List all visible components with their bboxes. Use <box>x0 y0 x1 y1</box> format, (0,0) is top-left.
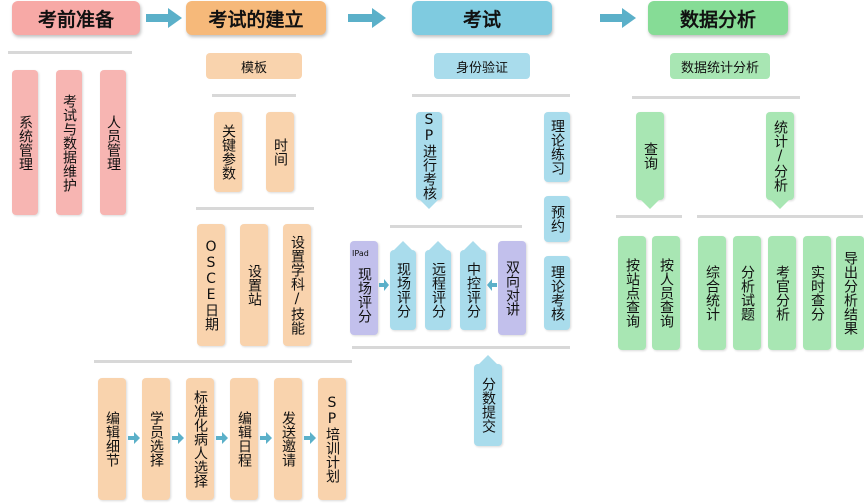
analysis-query-by-site[interactable]: 按站点查询 <box>618 236 646 350</box>
analysis-realtime-score[interactable]: 实时查分 <box>803 236 831 350</box>
flow-arrow-1 <box>128 432 140 444</box>
analysis-examiner-analysis[interactable]: 考官分析 <box>768 236 796 350</box>
build-set-station[interactable]: 设置站 <box>240 224 268 346</box>
analysis-query-by-person[interactable]: 按人员查询 <box>652 236 680 350</box>
build-flow-arrows <box>128 432 316 444</box>
exam-mode-intercom[interactable]: 双向对讲 <box>498 241 526 335</box>
analysis-question-analysis[interactable]: 分析试题 <box>733 236 761 350</box>
analysis-export-results[interactable]: 导出分析结果 <box>836 236 864 350</box>
ipad-label: IPad <box>352 249 369 258</box>
build-student-select[interactable]: 学员选择 <box>142 378 170 500</box>
build-key-params[interactable]: 关键参数 <box>214 112 242 192</box>
stage-arrow-3 <box>600 8 636 28</box>
exam-mode-remote[interactable]: 远程评分 <box>425 241 451 330</box>
exam-theory-practice[interactable]: 理论练习 <box>544 112 570 182</box>
build-sp-training[interactable]: SP培训计划 <box>318 378 346 500</box>
build-send-invite[interactable]: 发送邀请 <box>274 378 302 500</box>
exam-theory-exam[interactable]: 理论考核 <box>544 256 570 330</box>
build-edit-details[interactable]: 编辑细节 <box>98 378 126 500</box>
stage-arrow-1 <box>146 8 182 28</box>
build-edit-schedule[interactable]: 编辑日程 <box>230 378 258 500</box>
exam-mode-arrows <box>379 279 497 291</box>
exam-mode-onsite[interactable]: 现场评分 <box>390 241 416 330</box>
exam-reserve[interactable]: 预约 <box>544 196 570 242</box>
stage-prep-title: 考前准备 <box>12 1 140 35</box>
flow-arrow-4 <box>260 432 272 444</box>
exam-sp-assess[interactable]: SP进行考核 <box>416 112 442 209</box>
prep-item-system[interactable]: 系统管理 <box>12 70 38 215</box>
analysis-stats[interactable]: 数据统计分析 <box>670 53 770 79</box>
analysis-query[interactable]: 查询 <box>636 112 664 209</box>
build-set-subject[interactable]: 设置学科/技能 <box>283 224 311 346</box>
prep-item-exam-data[interactable]: 考试与数据维护 <box>56 70 82 215</box>
intercom-to-central-arrow <box>487 279 497 291</box>
build-time[interactable]: 时间 <box>266 112 294 192</box>
build-sp-select[interactable]: 标准化病人选择 <box>186 378 214 500</box>
build-template[interactable]: 模板 <box>206 53 302 79</box>
analysis-stat-analysis[interactable]: 统计/分析 <box>766 112 794 209</box>
flow-arrow-3 <box>216 432 228 444</box>
flow-arrow-5 <box>304 432 316 444</box>
ipad-score-label: 现场评分 <box>356 267 372 323</box>
stage-exam-title: 考试 <box>412 1 552 35</box>
stage-arrows <box>146 8 636 28</box>
stage-build-title: 考试的建立 <box>186 1 326 35</box>
exam-ipad-score[interactable]: IPad 现场评分 <box>350 241 378 335</box>
flow-arrow-2 <box>172 432 184 444</box>
build-osce-date[interactable]: OSCE日期 <box>197 224 225 346</box>
stage-analysis-title: 数据分析 <box>648 1 788 35</box>
analysis-overall-stats[interactable]: 综合统计 <box>698 236 726 350</box>
exam-score-submit[interactable]: 分数提交 <box>474 355 502 446</box>
ipad-to-onsite-arrow <box>379 279 389 291</box>
exam-identity-verify[interactable]: 身份验证 <box>434 53 530 79</box>
exam-mode-central[interactable]: 中控评分 <box>460 241 486 330</box>
prep-item-people[interactable]: 人员管理 <box>100 70 126 215</box>
stage-arrow-2 <box>348 8 386 28</box>
